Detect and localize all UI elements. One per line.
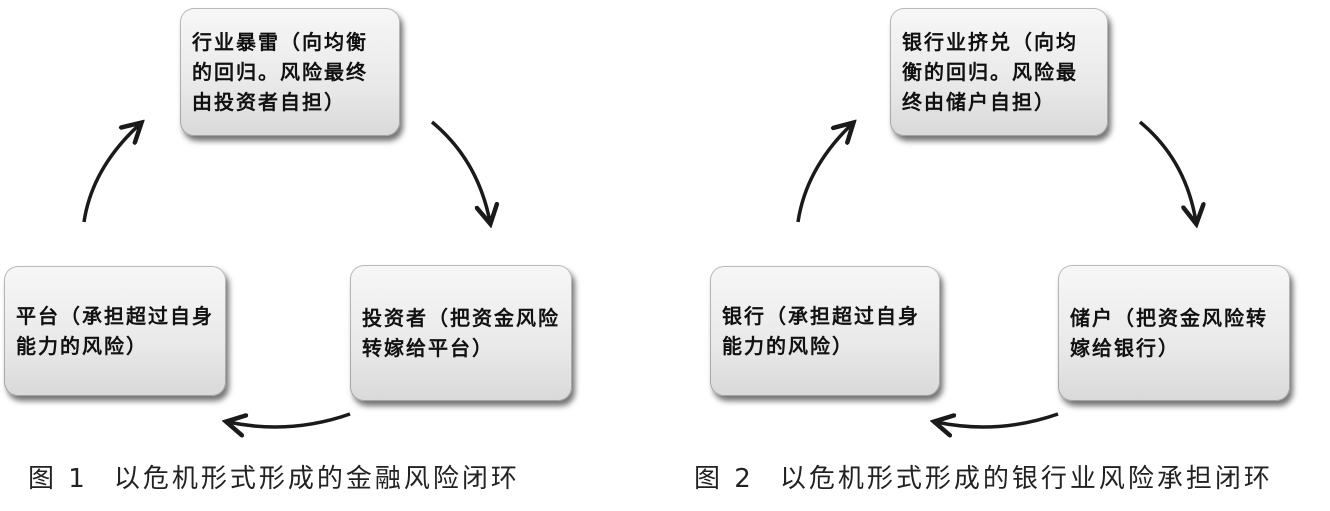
fig1-node-left: 平台（承担超过自身能力的风险） [4, 266, 226, 396]
fig2-node-right: 储户（把资金风险转嫁给银行） [1058, 265, 1290, 401]
fig1-caption: 图 1 以危机形式形成的金融风险闭环 [28, 458, 520, 495]
fig1-node-top-label: 行业暴雷（向均衡的回归。风险最终由投资者自担） [192, 30, 368, 114]
fig2-arrow-right-to-left [936, 412, 1059, 427]
fig2-node-right-label: 储户（把资金风险转嫁给银行） [1070, 306, 1268, 360]
fig2-arrow-left-to-top [796, 124, 852, 223]
fig1-arrow-right-to-left [228, 412, 351, 427]
fig1-caption-number: 图 1 [28, 464, 88, 494]
fig1-node-left-label: 平台（承担超过自身能力的风险） [16, 304, 214, 358]
fig2-node-top: 银行业挤兑（向均衡的回归。风险最终由储户自担） [890, 8, 1108, 136]
fig2-node-top-label: 银行业挤兑（向均衡的回归。风险最终由储户自担） [902, 30, 1078, 114]
fig2-caption-text: 以危机形式形成的银行业风险承担闭环 [779, 464, 1273, 494]
fig1-arrow-top-to-right [430, 120, 490, 222]
fig2-caption-number: 图 2 [694, 464, 754, 494]
fig2-caption: 图 2 以危机形式形成的银行业风险承担闭环 [694, 458, 1273, 495]
fig2-node-left: 银行（承担超过自身能力的风险） [710, 266, 940, 396]
fig1-arrow-left-to-top [82, 124, 140, 223]
fig1-caption-text: 以危机形式形成的金融风险闭环 [113, 464, 520, 494]
fig1-node-top: 行业暴雷（向均衡的回归。风险最终由投资者自担） [180, 8, 400, 136]
fig1-node-right: 投资者（把资金风险转嫁给平台） [350, 265, 572, 401]
fig1-node-right-label: 投资者（把资金风险转嫁给平台） [362, 306, 560, 360]
fig2-node-left-label: 银行（承担超过自身能力的风险） [722, 304, 920, 358]
fig2-arrow-top-to-right [1138, 120, 1196, 222]
